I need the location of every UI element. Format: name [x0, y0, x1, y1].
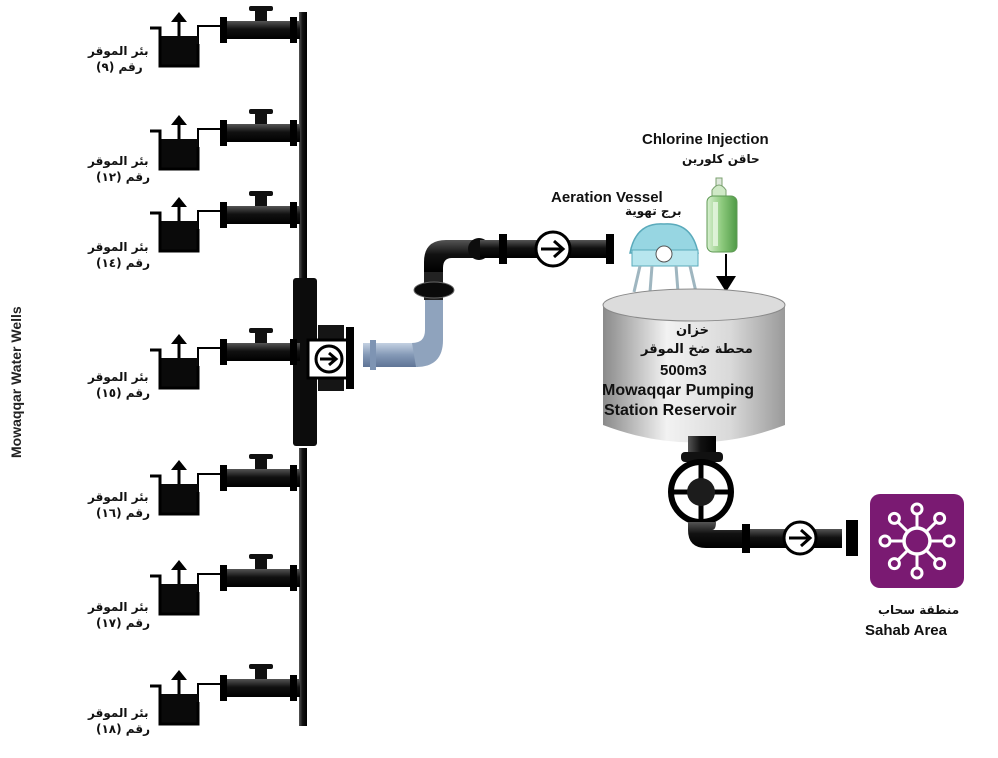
well-label-name: بئر الموقر	[88, 240, 149, 254]
chlorine-label-ar: حاقن كلورين	[682, 152, 760, 166]
supply-pipe-elbow	[412, 295, 443, 367]
well-tank-icon	[160, 694, 198, 724]
chlorine-injector-icon	[706, 177, 738, 292]
valve-icon	[255, 9, 267, 21]
reservoir-tank	[602, 288, 786, 443]
reservoir-capacity: 500m3	[660, 362, 707, 379]
well-label-name: بئر الموقر	[88, 370, 149, 384]
side-title: Mowaqqar Water Wells	[8, 306, 24, 458]
well-pipe	[222, 469, 300, 487]
well-pipe	[222, 569, 300, 587]
well-2	[150, 109, 300, 171]
well-tank-icon	[160, 221, 198, 251]
valve-icon	[255, 112, 267, 124]
valve-icon	[255, 331, 267, 343]
valve-icon	[255, 557, 267, 569]
well-label-name: بئر الموقر	[88, 44, 149, 58]
well-label-name: بئر الموقر	[88, 154, 149, 168]
valve-icon	[255, 194, 267, 206]
well-tank-icon	[160, 36, 198, 66]
rising-flow-arrow-icon	[541, 239, 566, 259]
well-pipe	[222, 206, 300, 224]
supply-pipe-coupling	[413, 281, 455, 299]
well-5	[150, 454, 300, 516]
outlet-flow-arrow-icon	[789, 528, 813, 548]
well-label-number: رقم (١٧)	[96, 616, 150, 630]
well-tank-icon	[160, 584, 198, 614]
well-label-name: بئر الموقر	[88, 706, 149, 720]
aeration-label-en: Aeration Vessel	[551, 189, 663, 206]
valve-icon	[255, 457, 267, 469]
well-tank-icon	[160, 358, 198, 388]
reservoir-label-ar1: خزان	[676, 323, 710, 338]
manifold-flow-arrow-icon	[320, 351, 339, 367]
main-header-pipe-lower	[299, 448, 307, 726]
well-label-number: رقم (١٨)	[96, 722, 150, 736]
valve-icon	[255, 667, 267, 679]
well-pipe	[222, 21, 300, 39]
rising-pipe-flange-a	[499, 234, 507, 264]
reservoir-label-ar2: محطة ضخ الموقر	[641, 342, 753, 357]
well-label-name: بئر الموقر	[88, 490, 149, 504]
wells-group	[150, 6, 300, 726]
outlet-piping	[668, 436, 858, 556]
well-label-number: رقم (٩)	[96, 60, 143, 74]
well-3	[150, 191, 300, 253]
sahab-network-icon	[870, 494, 964, 588]
aeration-label-ar: برج تهوية	[625, 204, 682, 218]
manifold-body	[293, 278, 317, 446]
supply-pipe-joint	[370, 340, 376, 370]
well-pipe	[222, 343, 300, 361]
rising-pipe-flange-b	[606, 234, 614, 264]
sahab-label-ar: منطقة سحاب	[878, 603, 960, 617]
aeration-tower-icon	[629, 223, 699, 293]
well-label-number: رقم (١٥)	[96, 386, 150, 400]
sahab-label-en: Sahab Area	[865, 622, 947, 639]
reservoir-label-en2: Station Reservoir	[604, 402, 737, 419]
well-tank-icon	[160, 139, 198, 169]
well-4	[150, 328, 300, 390]
well-label-number: رقم (١٦)	[96, 506, 150, 520]
well-pipe	[222, 679, 300, 697]
well-tank-icon	[160, 484, 198, 514]
rising-pipe-elbow	[424, 240, 478, 272]
well-6	[150, 554, 300, 616]
reservoir-label-en1: Mowaqqar Pumping	[602, 382, 754, 399]
main-header-pipe-upper	[299, 12, 307, 280]
well-label-number: رقم (١٢)	[96, 170, 150, 184]
well-7	[150, 664, 300, 726]
well-pipe	[222, 124, 300, 142]
chlorine-label-en: Chlorine Injection	[642, 131, 769, 148]
manifold-right-flange	[346, 327, 354, 389]
well-label-number: رقم (١٤)	[96, 256, 150, 270]
well-1	[150, 6, 300, 68]
well-label-name: بئر الموقر	[88, 600, 149, 614]
